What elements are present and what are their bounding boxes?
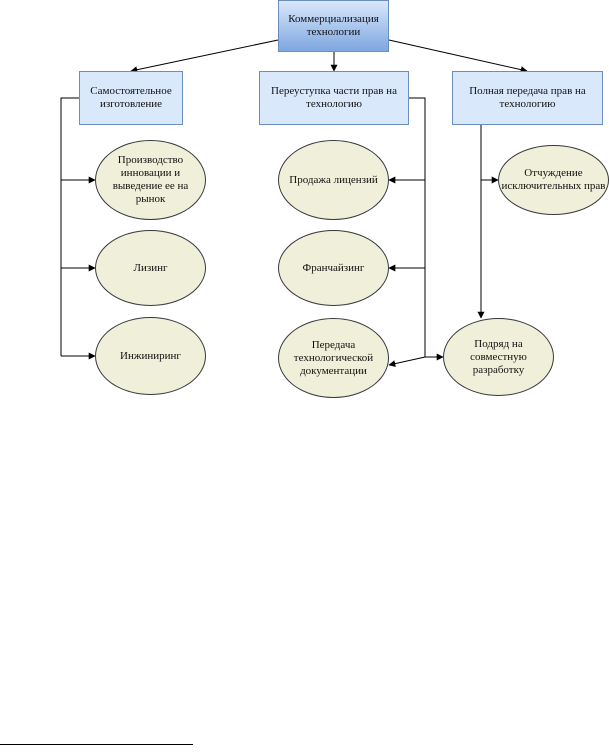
node-production: Производство инновации и выведение ее на…	[95, 140, 206, 220]
node-engineering: Инжиниринг	[95, 317, 206, 395]
node-franchising-label: Франчайзинг	[302, 261, 365, 274]
edge-root-full	[388, 39, 528, 74]
node-joint-dev-label: Подряд на совместную разработку	[470, 337, 527, 376]
node-franchising: Франчайзинг	[278, 230, 389, 306]
node-root: Коммерциализация технологии	[278, 0, 389, 52]
node-joint-dev: Подряд на совместную разработку	[443, 318, 554, 396]
node-partial-transfer: Переуступка части прав на технологию	[259, 71, 409, 125]
node-alienation: Отчуждение исключительных прав	[498, 145, 609, 215]
node-leasing-label: Лизинг	[133, 261, 168, 274]
node-partial-transfer-label: Переуступка части прав на технологию	[271, 85, 397, 110]
node-production-label: Производство инновации и выведение ее на…	[112, 154, 189, 205]
node-own-manufacture: Самостоятельное изготовление	[79, 71, 183, 125]
node-license-sale-label: Продажа лицензий	[289, 173, 378, 186]
node-leasing: Лизинг	[95, 230, 206, 306]
edge-own-bus	[60, 97, 79, 356]
node-full-transfer-label: Полная передача прав на технологию	[469, 85, 586, 110]
node-tech-docs: Передача технологической документации	[278, 318, 389, 398]
edge-root-own	[130, 39, 279, 74]
node-alienation-label: Отчуждение исключительных прав	[501, 167, 606, 192]
edge-partial-bus	[409, 97, 426, 357]
node-engineering-label: Инжиниринг	[120, 349, 181, 362]
footnote-divider	[0, 744, 193, 745]
node-own-manufacture-label: Самостоятельное изготовление	[90, 85, 172, 110]
node-full-transfer: Полная передача прав на технологию	[452, 71, 603, 125]
node-root-label: Коммерциализация технологии	[288, 13, 379, 38]
node-tech-docs-label: Передача технологической документации	[293, 338, 374, 377]
node-license-sale: Продажа лицензий	[278, 140, 389, 220]
edge-partial-docs	[388, 356, 426, 368]
